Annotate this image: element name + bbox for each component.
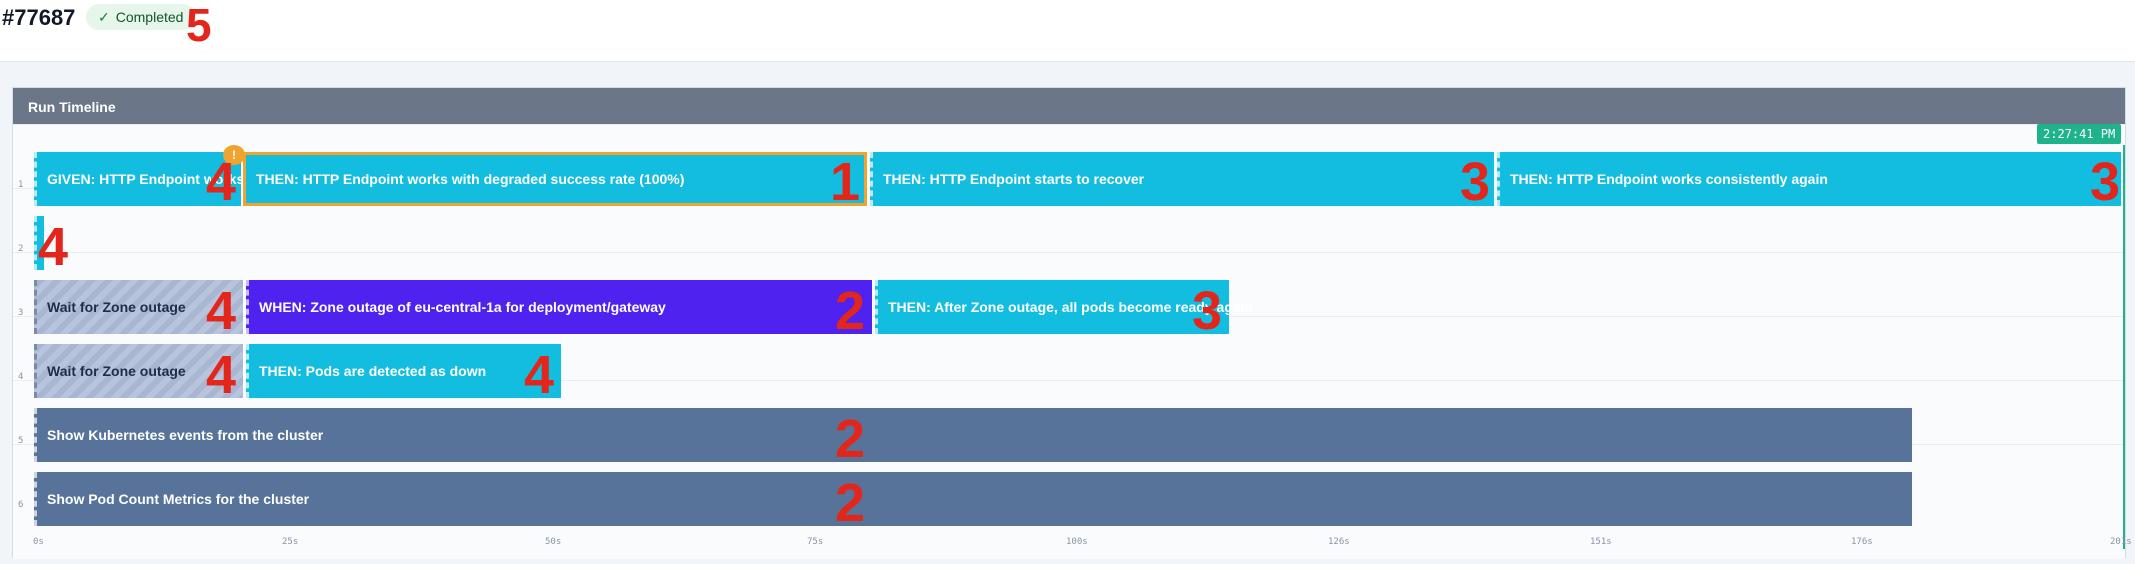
lane-number: 6 bbox=[18, 500, 24, 510]
warning-icon[interactable]: ! bbox=[223, 145, 245, 165]
axis-tick-label: 126s bbox=[1328, 537, 1350, 547]
step-then-pods-ready[interactable]: THEN: After Zone outage, all pods become… bbox=[875, 280, 1253, 334]
step-then-degraded[interactable]: THEN: HTTP Endpoint works with degraded … bbox=[243, 152, 867, 206]
lane-row: 5 bbox=[13, 380, 2125, 446]
step-k8s-events[interactable]: Show Kubernetes events from the cluster bbox=[34, 408, 1912, 462]
lane-number: 2 bbox=[18, 244, 24, 254]
annotation-mark: 4 bbox=[206, 345, 237, 405]
lane-row: 1 bbox=[13, 124, 2125, 190]
axis-tick-label: 201s bbox=[2110, 537, 2132, 547]
annotation-mark: 1 bbox=[830, 152, 861, 212]
annotation-mark: 5 bbox=[186, 0, 212, 51]
axis-tick-label: 176s bbox=[1851, 537, 1873, 547]
status-badge: ✓ Completed bbox=[86, 4, 196, 30]
annotation-mark: 4 bbox=[206, 281, 237, 341]
lane-row: 3 bbox=[13, 252, 2125, 318]
annotation-mark: 2 bbox=[835, 473, 866, 533]
lane-number: 5 bbox=[18, 436, 24, 446]
lane-number: 1 bbox=[18, 180, 24, 190]
annotation-mark: 2 bbox=[835, 281, 866, 341]
axis-tick-label: 0s bbox=[33, 537, 44, 547]
annotation-mark: 2 bbox=[835, 409, 866, 469]
step-short[interactable] bbox=[34, 216, 44, 270]
step-then-consistent[interactable]: THEN: HTTP Endpoint works consistently a… bbox=[1497, 152, 2121, 206]
run-header: #77687 ✓ Completed 5 bbox=[0, 0, 2135, 62]
axis-tick-label: 151s bbox=[1590, 537, 1612, 547]
step-wait-zone-outage[interactable]: Wait for Zone outage bbox=[34, 280, 243, 334]
axis-tick-label: 25s bbox=[282, 537, 299, 547]
step-then-pods-down[interactable]: THEN: Pods are detected as down bbox=[246, 344, 561, 398]
annotation-mark: 3 bbox=[1192, 281, 1223, 341]
step-wait-zone-outage-2[interactable]: Wait for Zone outage bbox=[34, 344, 243, 398]
axis-tick-label: 75s bbox=[807, 537, 824, 547]
annotation-mark: 4 bbox=[38, 217, 69, 277]
panel-title: Run Timeline bbox=[13, 88, 2125, 124]
step-given-http-endpoint[interactable]: GIVEN: HTTP Endpoint works bbox=[34, 152, 244, 206]
annotation-mark: 4 bbox=[524, 345, 555, 405]
annotation-mark: 3 bbox=[1460, 152, 1491, 212]
current-time-badge: 2:27:41 PM bbox=[2037, 124, 2122, 144]
now-marker-line bbox=[2123, 145, 2125, 549]
annotation-mark: 4 bbox=[206, 152, 237, 212]
lane-number: 4 bbox=[18, 372, 24, 382]
axis-tick-label: 50s bbox=[545, 537, 562, 547]
run-id: #77687 bbox=[2, 5, 76, 30]
check-icon: ✓ bbox=[98, 8, 110, 25]
axis-tick-label: 100s bbox=[1066, 537, 1088, 547]
step-when-zone-outage[interactable]: WHEN: Zone outage of eu-central-1a for d… bbox=[246, 280, 872, 334]
step-then-recover[interactable]: THEN: HTTP Endpoint starts to recover bbox=[870, 152, 1494, 206]
status-label: Completed bbox=[115, 9, 184, 25]
step-pod-metrics[interactable]: Show Pod Count Metrics for the cluster bbox=[34, 472, 1912, 526]
lane-number: 3 bbox=[18, 308, 24, 318]
annotation-mark: 3 bbox=[2090, 152, 2121, 212]
